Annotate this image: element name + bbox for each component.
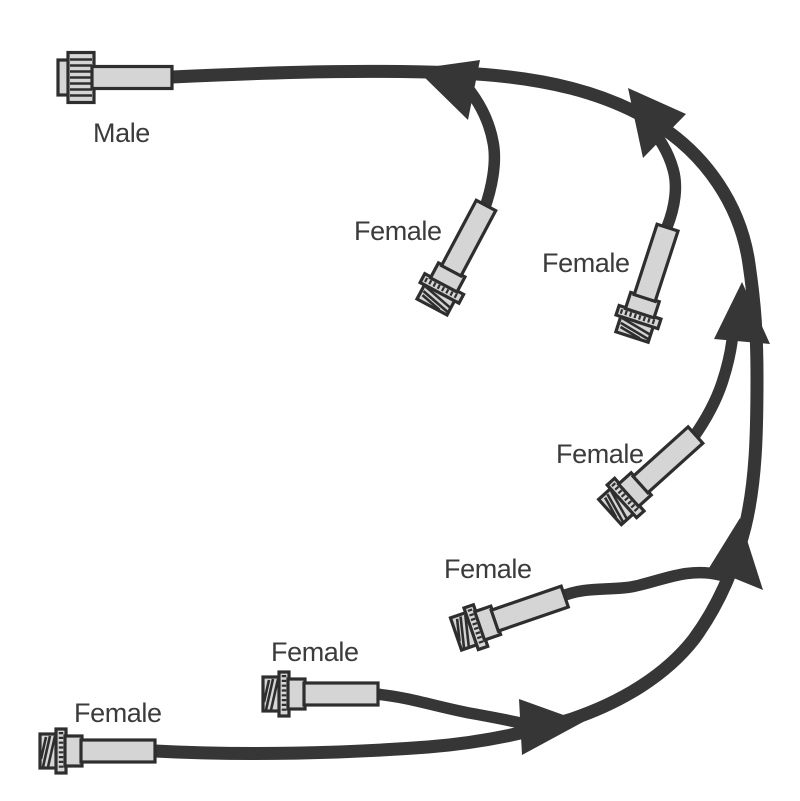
- flow-arrow-icon-4: [709, 518, 763, 590]
- female-label-3: Female: [556, 439, 644, 469]
- female-connector-4: [449, 576, 572, 655]
- female-connector-1: [413, 195, 506, 317]
- branch-cable-5: [369, 688, 536, 731]
- branch-cable-1: [455, 74, 501, 216]
- flow-arrow-icon-1: [416, 60, 480, 120]
- female-connector-6: [40, 729, 155, 773]
- branch-cable-3: [687, 335, 738, 444]
- male-label: Male: [93, 118, 150, 148]
- female-connector-2: [611, 221, 688, 344]
- female-connector-3: [595, 419, 710, 529]
- flow-arrow-icon-5: [519, 699, 583, 755]
- male-connector: [56, 50, 174, 105]
- female-label-1: Female: [354, 216, 442, 246]
- flow-arrow-icon-2: [628, 88, 686, 158]
- branch-cable-4: [554, 566, 726, 603]
- female-label-6: Female: [74, 698, 162, 728]
- flow-arrow-icon-3: [714, 282, 770, 344]
- trunk-cable: [148, 64, 764, 761]
- female-connector-5: [263, 672, 378, 716]
- female-label-2: Female: [542, 248, 630, 278]
- female-label-5: Female: [271, 637, 359, 667]
- female-label-4: Female: [444, 554, 532, 584]
